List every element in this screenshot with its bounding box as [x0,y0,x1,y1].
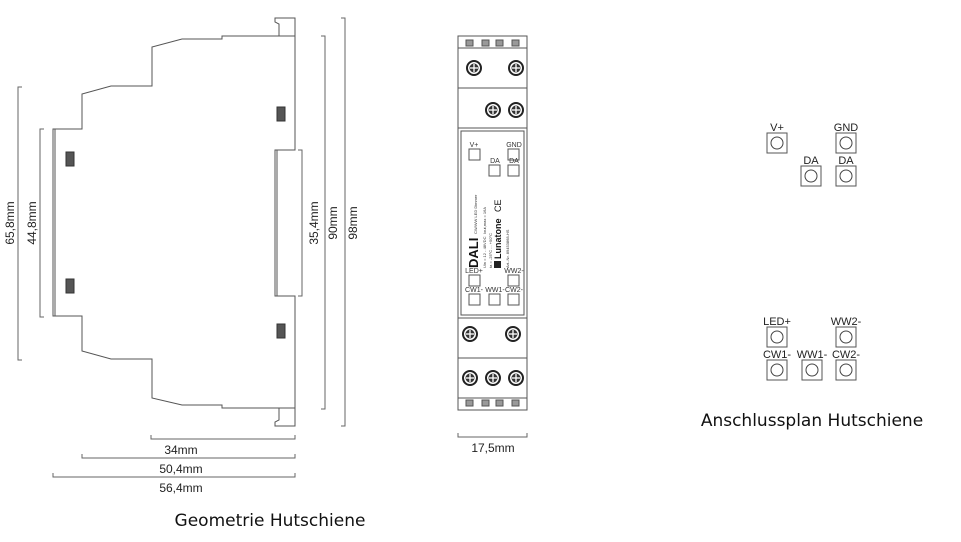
screw-icon [485,370,501,386]
screw-icon [466,60,482,76]
side-view-profile [52,17,296,427]
clip-slot [65,151,75,167]
front-terminals [468,148,520,306]
screw-icon [462,370,478,386]
front-label-cw2: CW2- [505,287,524,294]
screw-icon [462,326,478,342]
dim-65-8: 65,8mm [3,201,17,244]
front-label-v-plus: V+ [470,142,479,149]
dim-44-8: 44,8mm [25,201,39,244]
front-label-da2: DA [509,158,519,165]
front-label-led-plus: LED+ [465,268,483,275]
plan-label-cw1: CW1- [763,349,791,361]
plan-label-v-plus: V+ [770,122,784,134]
spec-voltage: Uin = 12 - 48VDC [482,236,487,268]
lunatone-logo-icon [494,261,501,268]
ce-mark: CE [493,199,503,212]
plan-label-ww2: WW2- [831,316,862,328]
front-label-gnd: GND [506,142,522,149]
dimension-lines [17,17,346,478]
plan-label-da2: DA [838,155,854,167]
dim-98: 98mm [346,206,360,239]
connection-plan-caption: Anschlussplan Hutschiene [701,411,923,431]
plan-label-da1: DA [803,155,819,167]
front-view-device [457,35,528,411]
screw-icon [485,102,501,118]
side-view-caption: Geometrie Hutschiene [175,511,366,531]
spec-temperature: ta = -25°C ... +50°C [488,233,493,268]
screw-icon [508,370,524,386]
clip-slot [65,278,75,294]
plan-label-cw2: CW2- [832,349,860,361]
plan-label-gnd: GND [834,122,859,134]
spec-current: Iout,max = 16A [482,207,487,234]
front-label-cw1: CW1- [465,287,484,294]
article-number: Art.-Nr. 89453868-HS [505,229,510,268]
product-subtitle: CW/WW LED Dimmer [473,194,478,234]
dim-17-5: 17,5mm [471,441,514,455]
dim-50-4: 50,4mm [159,462,202,476]
product-name: DALI [466,238,481,268]
dim-56-4: 56,4mm [159,481,202,495]
clip-slot [276,106,286,122]
plan-label-led-plus: LED+ [763,316,791,328]
clip-slot [276,323,286,339]
screw-icon [508,102,524,118]
screw-icon [508,60,524,76]
screw-icon [505,326,521,342]
brand-name: Lunatone [493,219,503,260]
plan-label-ww1: WW1- [797,349,828,361]
dim-34: 34mm [164,443,197,457]
front-label-da1: DA [490,158,500,165]
width-dimension-line [457,433,528,438]
front-label-ww2: WW2- [504,268,524,275]
connection-plan [766,132,857,381]
dim-90: 90mm [326,206,340,239]
front-label-ww1: WW1- [485,287,505,294]
dim-35-4: 35,4mm [307,201,321,244]
